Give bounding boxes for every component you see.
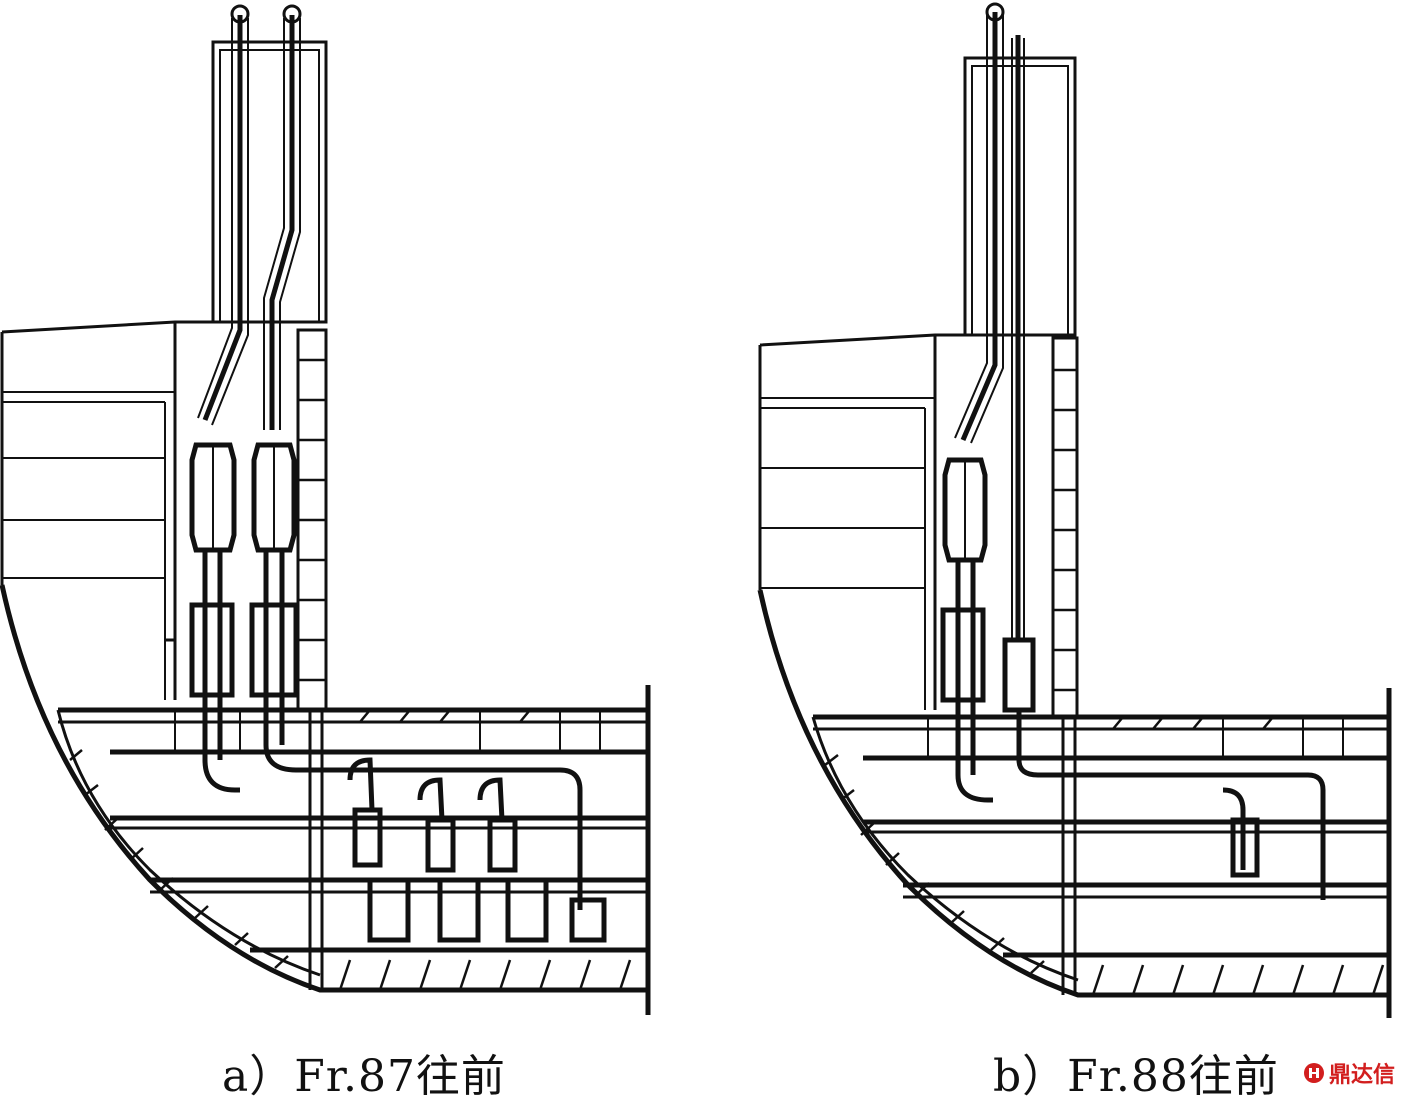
hull-hatching [69,709,632,991]
dingdaxin-logo-icon [1304,1063,1324,1083]
superstructure-block [0,320,325,700]
frames [927,717,1344,995]
caption-a: a）Fr.87往前 [222,1051,506,1102]
engine-lower [1230,817,1260,878]
decks [813,714,1389,958]
pipe-down-1 [189,550,240,793]
exhaust-pipe-1 [197,4,250,426]
exhaust-pipe-2 [1011,35,1025,640]
panel-b: b）Fr.88往前 [703,0,1406,1102]
pipe-down-1 [940,560,993,803]
trunk-column [1051,336,1079,720]
hull-outline [0,584,651,1015]
caption-b: b）Fr.88往前 [993,1051,1279,1102]
silencer-1 [189,442,237,553]
silencer-2 [251,442,297,553]
hull-section-diagram-b [757,2,1392,1018]
frames [174,710,601,990]
superstructure-block [758,333,1073,710]
hull-section-diagram-a [0,4,651,1015]
watermark: 鼎达信 [1302,1058,1395,1088]
trunk-column [296,328,328,712]
exhaust-pipe-2 [263,4,302,430]
engines-lower [347,757,607,943]
pipe-down-2 [249,550,583,910]
exhaust-pipe-1 [954,2,1005,444]
silencer-1 [942,457,988,563]
hull-outline [757,589,1392,1018]
watermark-text: 鼎达信 [1329,1063,1396,1088]
hull-hatching [824,716,1385,996]
panel-a: a）Fr.87往前 [0,0,700,1102]
pipe-down-2 [1002,637,1326,900]
decks [58,707,648,953]
